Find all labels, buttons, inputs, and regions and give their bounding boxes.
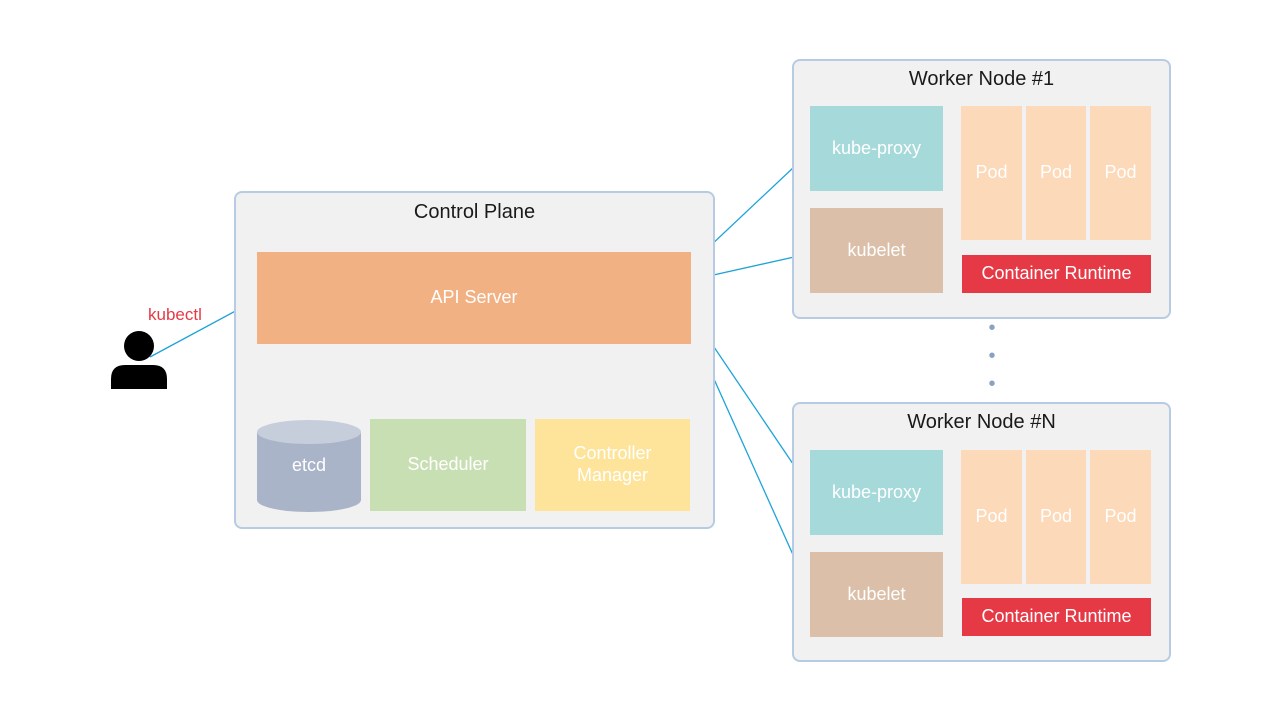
worker-node-n-container-runtime: Container Runtime <box>962 598 1151 636</box>
controller-manager: Controller Manager <box>535 419 690 511</box>
worker-node-n-kube-proxy: kube-proxy <box>810 450 943 535</box>
worker-node-1-pod-2: Pod <box>1026 106 1086 240</box>
worker-node-n-kubelet: kubelet <box>810 552 943 637</box>
worker-node-1-pod-3: Pod <box>1090 106 1151 240</box>
database-icon <box>257 420 361 512</box>
worker-node-n-pod-2: Pod <box>1026 450 1086 584</box>
worker-node-1-container-runtime: Container Runtime <box>962 255 1151 293</box>
worker-node-1-title: Worker Node #1 <box>908 68 1055 90</box>
etcd-database: etcd <box>257 420 361 512</box>
ellipsis-dot-3: • <box>988 373 996 395</box>
worker-node-n-pod-1: Pod <box>961 450 1022 584</box>
kubectl-label: kubectl <box>148 305 202 324</box>
worker-node-1-kube-proxy: kube-proxy <box>810 106 943 191</box>
worker-node-n-title: Worker Node #N <box>907 411 1056 433</box>
api-server: API Server <box>257 252 691 344</box>
worker-node-1-pod-1: Pod <box>961 106 1022 240</box>
worker-node-1-kubelet: kubelet <box>810 208 943 293</box>
scheduler: Scheduler <box>370 419 526 511</box>
worker-node-n-pod-3: Pod <box>1090 450 1151 584</box>
etcd-label: etcd <box>291 455 327 476</box>
person-icon <box>111 331 167 389</box>
ellipsis-dot-1: • <box>988 317 996 339</box>
ellipsis-dot-2: • <box>988 345 996 367</box>
control-plane-title: Control Plane <box>413 201 536 223</box>
